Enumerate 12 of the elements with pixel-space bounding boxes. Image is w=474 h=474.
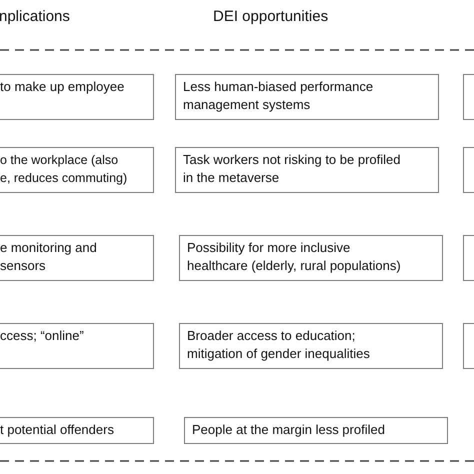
text-box: to make up employee (0, 74, 154, 120)
text-box: Less human-biased performance management systems (175, 74, 439, 120)
column-heading: DEI opportunities (213, 8, 328, 25)
text-box: Task workers not risking to be profiled in the metaverse (175, 147, 439, 193)
text-box: t potential offenders (0, 417, 154, 444)
column-heading: nplications (0, 8, 70, 25)
text-box: Broader access to education; mitigation of gender inequalities (179, 323, 443, 369)
text-box: o the workplace (also e, reduces commuting) (0, 147, 154, 193)
text-box: e monitoring and sensors (0, 235, 154, 281)
text-box: Possibility for more inclusive healthcare (elderly, rural populations) (179, 235, 443, 281)
text-box: People at the margin less profiled (184, 417, 448, 444)
text-box: ccess; “online” (0, 323, 154, 369)
